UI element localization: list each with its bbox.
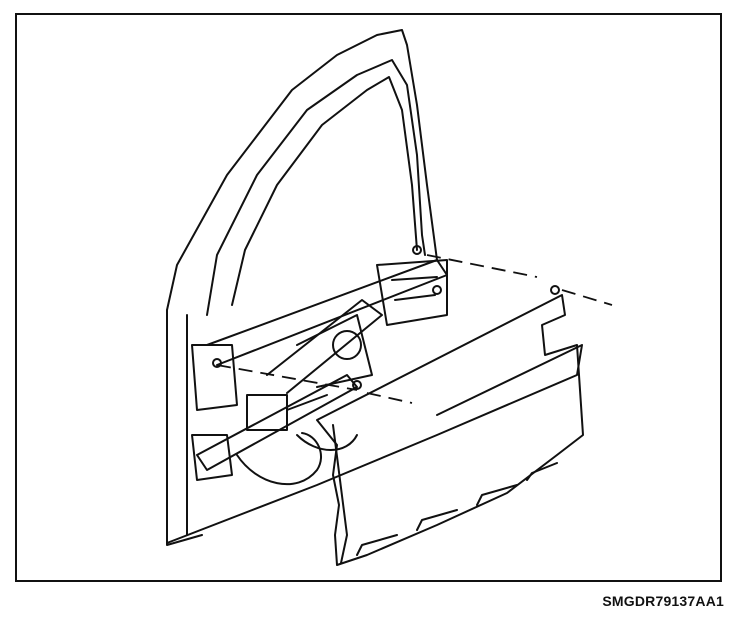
fastener-2 xyxy=(352,380,362,390)
lower-hinge xyxy=(191,434,233,481)
water-shield-bottom-tabs xyxy=(356,462,558,556)
door-belt-line xyxy=(206,259,448,366)
figure-reference-code: SMGDR79137AA1 xyxy=(602,593,724,609)
fastener-5 xyxy=(432,285,442,295)
door-panel-diagram xyxy=(166,29,613,566)
door-window-frame xyxy=(166,29,438,311)
front-pillar xyxy=(166,309,203,546)
lower-opening xyxy=(236,432,322,486)
regulator-mechanism xyxy=(376,259,448,326)
door-brace xyxy=(196,374,358,471)
water-shield-inner-edge xyxy=(332,424,348,564)
regulator-pivot xyxy=(332,330,362,360)
door-window-frame-inner xyxy=(206,59,426,316)
window-opening xyxy=(231,76,418,306)
door-inner-panel xyxy=(166,344,583,544)
fastener-3 xyxy=(412,245,422,255)
alignment-line-lower xyxy=(216,364,413,404)
fastener-4 xyxy=(550,285,560,295)
water-shield-panel xyxy=(316,294,584,566)
illustration-frame xyxy=(15,13,722,582)
window-regulator-arm xyxy=(266,299,383,394)
upper-hinge xyxy=(191,344,238,411)
window-regulator-arm-2 xyxy=(296,314,373,388)
lower-opening-2 xyxy=(296,434,358,451)
fastener-1 xyxy=(212,358,222,368)
lock-rod xyxy=(286,394,328,411)
lock-module xyxy=(246,394,288,431)
alignment-line-upper xyxy=(426,254,613,306)
